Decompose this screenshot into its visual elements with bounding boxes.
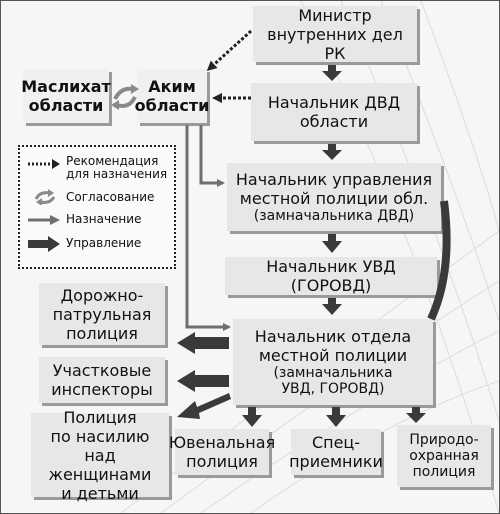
akim-label: Аким области: [134, 77, 210, 115]
legend-management-label: Управление: [66, 236, 142, 250]
uchastk-box: Участковые инспекторы: [39, 357, 165, 403]
otdel-to-spec-management: [326, 407, 346, 427]
otdel-to-priroda-management: [406, 407, 426, 423]
upravlenie-to-otdel-management: [427, 200, 451, 321]
legend-recommendation-label: Рекомендация для назначения: [66, 154, 168, 181]
nasilie-box: Полиция по насилию над женщинами и детьм…: [31, 408, 169, 503]
upravlenie-sub-label: (замначальника ДВД): [253, 208, 415, 224]
priroda-label: Природо- охранная полиция: [409, 432, 479, 480]
legend: Рекомендация для назначения Согласование…: [18, 145, 176, 269]
legend-appointment-label: Назначение: [66, 212, 142, 226]
uvd-to-otdel-management: [322, 298, 342, 315]
otdel-sub-label: (замначальника УВД, ГОРОВД): [273, 365, 393, 397]
juven-box: Ювенальная полиция: [169, 429, 275, 475]
maslikhat-label: Маслихат области: [21, 77, 111, 115]
uchastk-label: Участковые инспекторы: [51, 361, 153, 399]
akim-to-otdel-appointment: [185, 125, 231, 331]
spec-box: Спец- приемники: [289, 429, 383, 475]
thin-arrow-icon: [28, 215, 60, 225]
otdel-to-uchastk-management: [177, 370, 229, 392]
priroda-box: Природо- охранная полиция: [397, 425, 491, 487]
legend-agreement-label: Согласование: [66, 190, 155, 204]
minister-to-dvd-management: [322, 65, 342, 81]
akim-to-upravlenie-appointment: [199, 125, 225, 187]
dorozh-box: Дорожно- патрульная полиция: [39, 283, 165, 345]
swirl-icon: [34, 189, 56, 205]
maslikhat-box: Маслихат области: [21, 69, 111, 123]
otdel-to-juven-management: [242, 407, 262, 427]
otdel-box: Начальник отдела местной полиции (замнач…: [233, 319, 433, 405]
otdel-to-dorozh-management: [177, 332, 229, 354]
minister-label: Министр внутренних дел РК: [267, 5, 403, 63]
upravlenie-box: Начальник управления местной полиции обл…: [227, 163, 441, 231]
dorozh-label: Дорожно- патрульная полиция: [52, 285, 152, 343]
upravlenie-to-uvd-management: [322, 234, 342, 253]
otdel-label: Начальник отдела местной полиции: [254, 327, 412, 365]
dotted-arrow-icon: [28, 159, 60, 169]
thick-arrow-icon: [28, 236, 60, 252]
akim-box: Аким области: [134, 69, 210, 123]
dvd-to-upravlenie-management: [322, 144, 342, 160]
upravlenie-label: Начальник управления местной полиции обл…: [235, 170, 433, 208]
uvd-label: Начальник УВД (ГОРОВД): [266, 257, 396, 295]
spec-label: Спец- приемники: [289, 433, 383, 471]
minister-to-akim-recommendation: [206, 29, 253, 72]
dvd-box: Начальник ДВД области: [251, 83, 417, 141]
nasilie-label: Полиция по насилию над женщинами и детьм…: [48, 407, 152, 503]
uvd-box: Начальник УВД (ГОРОВД): [225, 257, 437, 295]
juven-label: Ювенальная полиция: [168, 433, 276, 471]
minister-box: Министр внутренних дел РК: [253, 5, 417, 63]
agreement-swirl-icon: [111, 84, 139, 110]
dvd-label: Начальник ДВД области: [267, 93, 401, 131]
otdel-to-nasilie-management: [177, 393, 231, 419]
